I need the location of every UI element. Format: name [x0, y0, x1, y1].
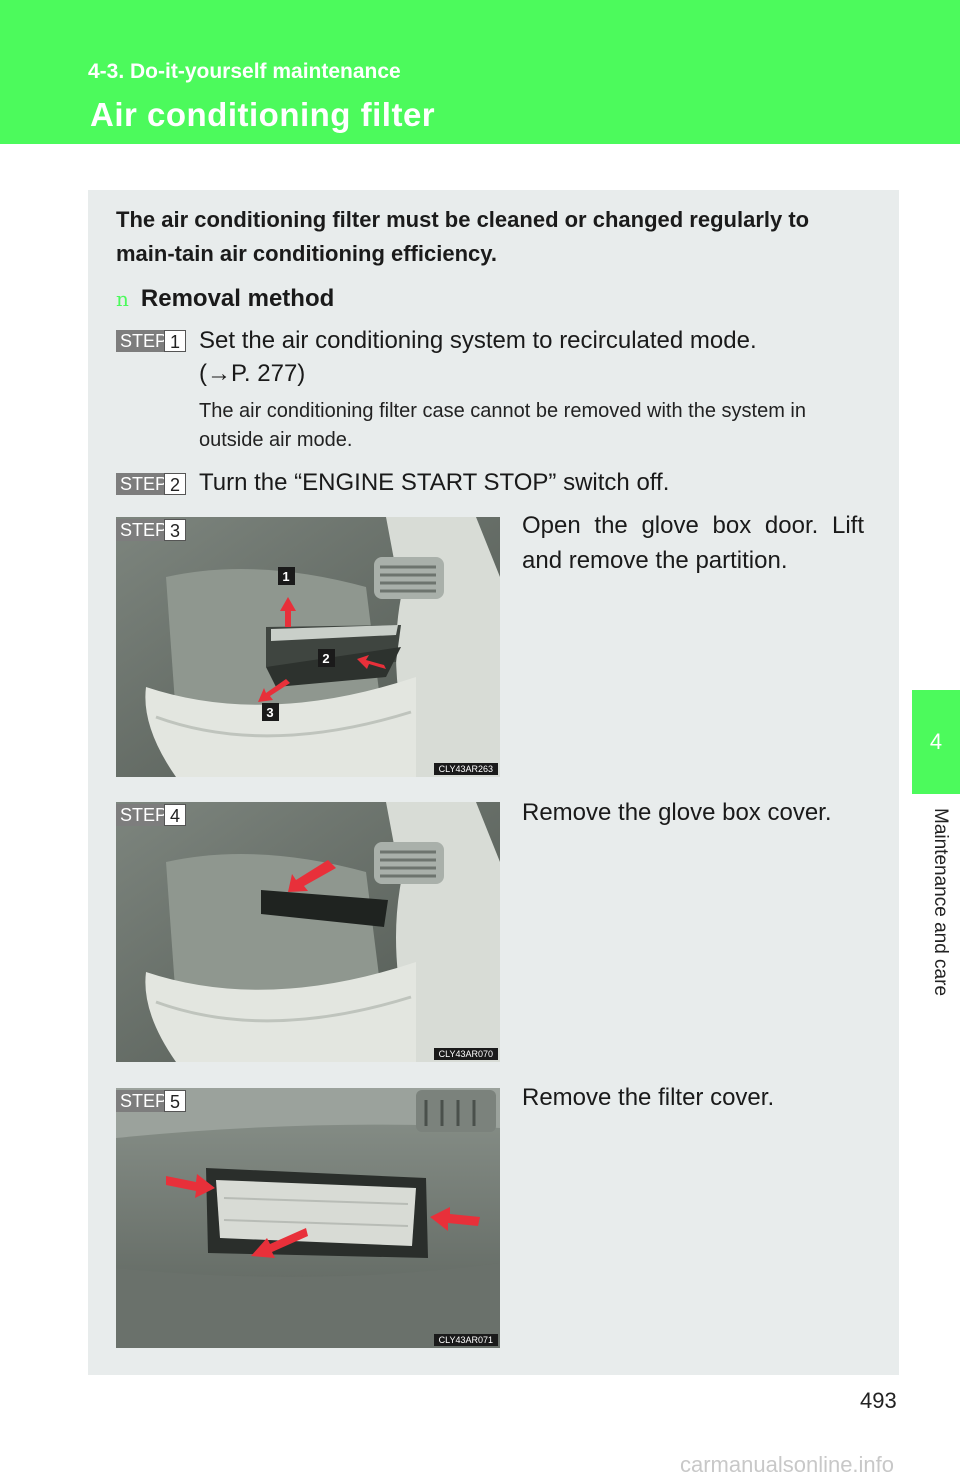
watermark: carmanualsonline.info	[680, 1452, 895, 1477]
chapter-number: 4	[929, 729, 943, 754]
intro-text: The air conditioning filter must be clea…	[116, 207, 810, 266]
callout-3: 3	[266, 705, 273, 720]
page-reference-link[interactable]: (→P. 277)	[199, 360, 306, 387]
callout-1: 1	[282, 569, 289, 584]
subheading: n Removal method	[116, 285, 334, 313]
callout-2: 2	[322, 651, 329, 666]
page-number: 493	[860, 1388, 897, 1413]
glove-box-cover-image	[116, 802, 500, 1062]
filter-cover-image	[116, 1088, 500, 1348]
step-word: STEP	[116, 804, 167, 826]
step-word: STEP	[116, 473, 167, 495]
step-number: 3	[164, 519, 186, 541]
step-1-instruction: Set the air conditioning system to recir…	[199, 327, 757, 354]
step-word: STEP	[116, 330, 167, 352]
chapter-tab[interactable]: 4	[912, 690, 960, 794]
step-number: 2	[164, 473, 186, 495]
figure-code: CLY43AR263	[433, 763, 498, 775]
step-2-text: Turn the “ENGINE START STOP” switch off.	[199, 469, 670, 496]
figure-code: CLY43AR071	[433, 1334, 498, 1346]
step-number: 1	[164, 330, 186, 352]
chapter-label: Maintenance and care	[930, 808, 951, 997]
step-1-note: The air conditioning filter case cannot …	[199, 400, 806, 451]
step-4-text: Remove the glove box cover.	[522, 799, 832, 826]
bullet-icon: n	[116, 287, 129, 311]
step-number: 4	[164, 804, 186, 826]
page-title: Air conditioning filter	[90, 96, 436, 133]
step-word: STEP	[116, 519, 167, 541]
step-5-text: Remove the filter cover.	[522, 1084, 775, 1111]
step-word: STEP	[116, 1090, 167, 1112]
step-number: 5	[164, 1090, 186, 1112]
step-3-text: Open the glove box door. Lift and remove…	[522, 512, 864, 574]
subheading-text: Removal method	[140, 285, 335, 312]
glove-box-partition-image: 1 2 3	[116, 517, 500, 777]
chapter-header: 4-3. Do-it-yourself maintenance Air cond…	[0, 0, 960, 144]
step-1-text: Set the air conditioning system to recir…	[199, 324, 874, 390]
section-label: 4-3. Do-it-yourself maintenance	[88, 60, 401, 83]
figure-code: CLY43AR070	[433, 1048, 498, 1060]
